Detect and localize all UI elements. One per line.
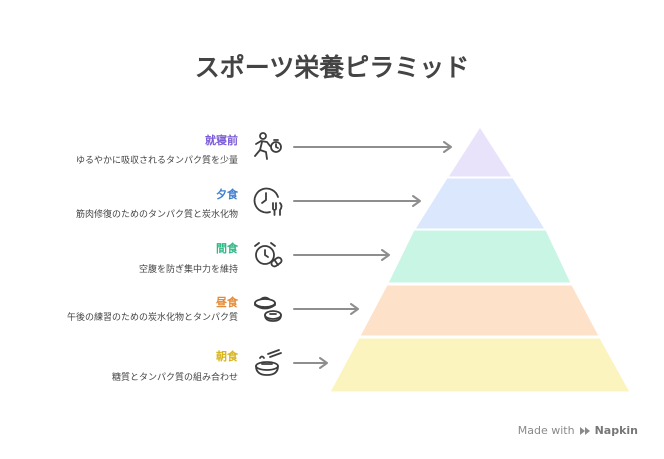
- layer-description: 筋肉修復のためのタンパク質と炭水化物: [75, 210, 238, 220]
- pyramid-layer-5: [329, 337, 631, 393]
- lunch-bowl-icon: [254, 296, 282, 322]
- arrow-4: [293, 303, 359, 315]
- layer-label: 間食: [216, 242, 238, 255]
- layer-label: 昼食: [216, 296, 238, 309]
- layer-description: 糖質とタンパク質の組み合わせ: [111, 373, 238, 383]
- arrow-3: [293, 249, 390, 261]
- layer-description: 午後の練習のための炭水化物とタンパク質: [66, 313, 238, 323]
- layer-label: 朝食: [216, 350, 238, 363]
- arrow-5: [293, 357, 328, 369]
- breakfast-bowl-icon: [255, 349, 282, 376]
- napkin-logo-icon: [579, 426, 590, 435]
- pyramid-layer-3: [387, 229, 572, 284]
- layer-description: ゆるやかに吸収されるタンパク質を少量: [75, 156, 238, 166]
- napkin-branding: Made with Napkin: [518, 424, 638, 437]
- pyramid-layer-4: [359, 284, 600, 337]
- layer-label: 就寝前: [205, 134, 238, 147]
- alarm-clock-pill-icon: [254, 242, 283, 268]
- made-with-text: Made with: [517, 424, 575, 437]
- pyramid-layer-1: [447, 126, 513, 178]
- arrow-1: [293, 141, 452, 153]
- arrow-2: [293, 195, 421, 207]
- page-title: スポーツ栄養ピラミッド: [194, 53, 470, 82]
- pyramid-layer-2: [414, 177, 546, 230]
- layer-description: 空腹を防ぎ集中力を維持: [138, 265, 238, 275]
- brand-name: Napkin: [594, 424, 638, 437]
- clock-fork-knife-icon: [253, 187, 283, 216]
- layer-label: 夕食: [216, 188, 238, 201]
- running-person-stopwatch-icon: [254, 132, 282, 160]
